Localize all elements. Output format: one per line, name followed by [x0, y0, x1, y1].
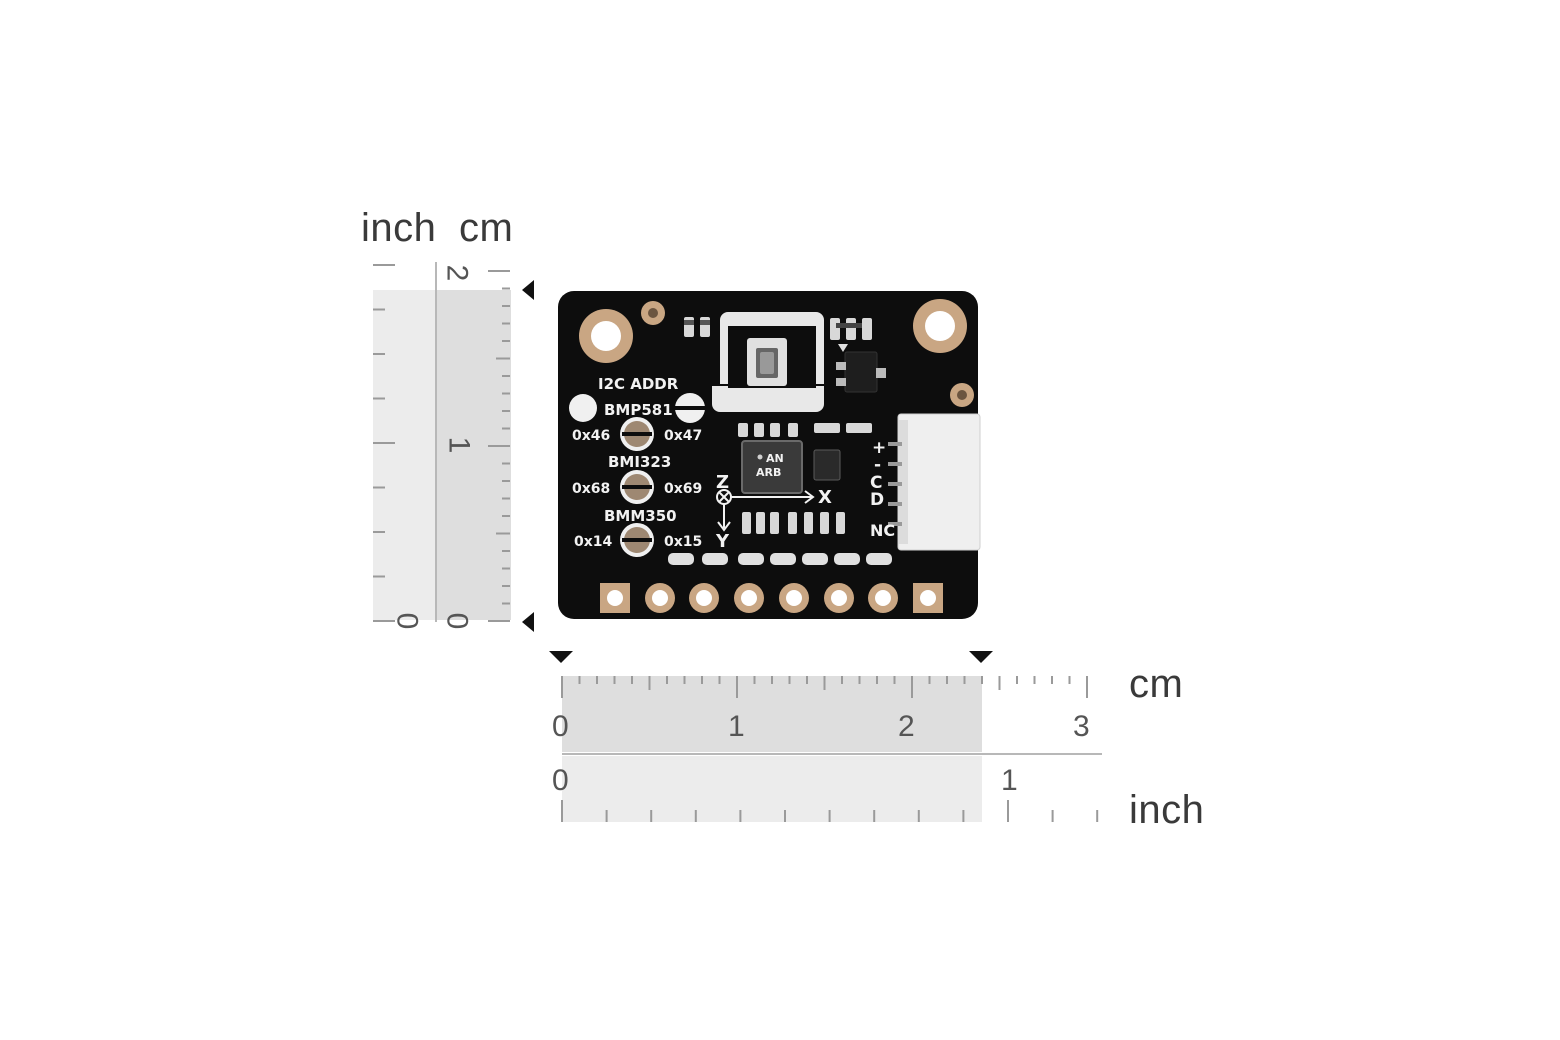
- horizontal-ruler-cm-tick-1: 1: [728, 710, 745, 743]
- jumper-bmp581-pad: [620, 417, 654, 451]
- mounting-hole-right: [913, 299, 967, 353]
- horizontal-ruler-right-marker: [969, 651, 993, 663]
- horizontal-ruler-left-marker: [549, 651, 573, 663]
- test-pad-row: [668, 553, 892, 565]
- axis-z-label: Z: [716, 472, 729, 493]
- solder-pad-white: [569, 394, 597, 422]
- jumper-bmp581-left-addr: 0x46: [572, 428, 610, 444]
- passive-cluster-middle: [738, 423, 872, 437]
- vertical-ruler-bottom-marker: [522, 612, 534, 632]
- jumper-bmi323-label: BMI323: [608, 453, 671, 471]
- imu-chip-marking-line2: ARB: [756, 466, 781, 479]
- horizontal-ruler-cm-tick-0: 0: [552, 710, 569, 743]
- jumper-bmi323-pad: [620, 470, 654, 504]
- horizontal-ruler-inch-label: inch: [1129, 788, 1205, 832]
- passive-cluster-top-left: [684, 317, 710, 337]
- vertical-ruler-cm-band: [437, 290, 511, 620]
- jumper-bmm350-left-addr: 0x14: [574, 534, 613, 550]
- passive-row-lower: [742, 512, 845, 534]
- i2c-addr-title: I2C ADDR: [598, 375, 679, 393]
- via-right: [950, 383, 974, 407]
- connector-pin-d: D: [870, 490, 884, 510]
- connector-pin-plus: +: [872, 438, 886, 458]
- jumper-bmi323-right-addr: 0x69: [664, 481, 702, 497]
- horizontal-ruler-inch-tick-0: 0: [552, 764, 569, 797]
- vertical-ruler-top-marker: [522, 280, 534, 300]
- jumper-bmm350-label: BMM350: [604, 507, 677, 525]
- magnetometer-chip: [813, 449, 841, 481]
- jumper-bmp581-right-addr: 0x47: [664, 428, 702, 444]
- passive-cluster-top-right: [830, 318, 872, 340]
- horizontal-ruler-inch-tick-1: 1: [1001, 764, 1018, 797]
- axis-indicator: [716, 489, 815, 532]
- vertical-ruler-inch-label: inch: [361, 206, 437, 250]
- jumper-bmp581-label: BMP581: [604, 401, 673, 419]
- mounting-hole-left: [579, 309, 633, 363]
- vertical-ruler-cm-label: cm: [459, 206, 514, 250]
- axis-y-label: Y: [715, 531, 730, 552]
- imu-chip-marking-line1: AN: [766, 452, 784, 465]
- via-top: [641, 301, 665, 325]
- solder-jumper-top: [675, 393, 705, 423]
- connector-pin-nc: NC: [870, 521, 895, 540]
- jumper-bmi323-left-addr: 0x68: [572, 481, 610, 497]
- horizontal-ruler-cm-tick-3: 3: [1073, 710, 1090, 743]
- vertical-ruler-inch-band: [373, 290, 435, 620]
- voltage-regulator: [836, 344, 886, 393]
- horizontal-ruler-cm-label: cm: [1129, 662, 1184, 706]
- connector-pin-c: C: [870, 473, 882, 493]
- imu-chip: [741, 440, 803, 494]
- axis-x-label: X: [818, 487, 832, 508]
- pressure-sensor: [712, 312, 824, 412]
- connector-pin-minus: -: [874, 455, 881, 475]
- jumper-bmm350-pad: [620, 523, 654, 557]
- i2c-connector: [888, 413, 981, 551]
- horizontal-ruler-cm-tick-2: 2: [898, 710, 915, 743]
- horizontal-ruler-inch-band: [562, 756, 982, 822]
- header-pins: [600, 583, 943, 613]
- jumper-bmm350-right-addr: 0x15: [664, 534, 702, 550]
